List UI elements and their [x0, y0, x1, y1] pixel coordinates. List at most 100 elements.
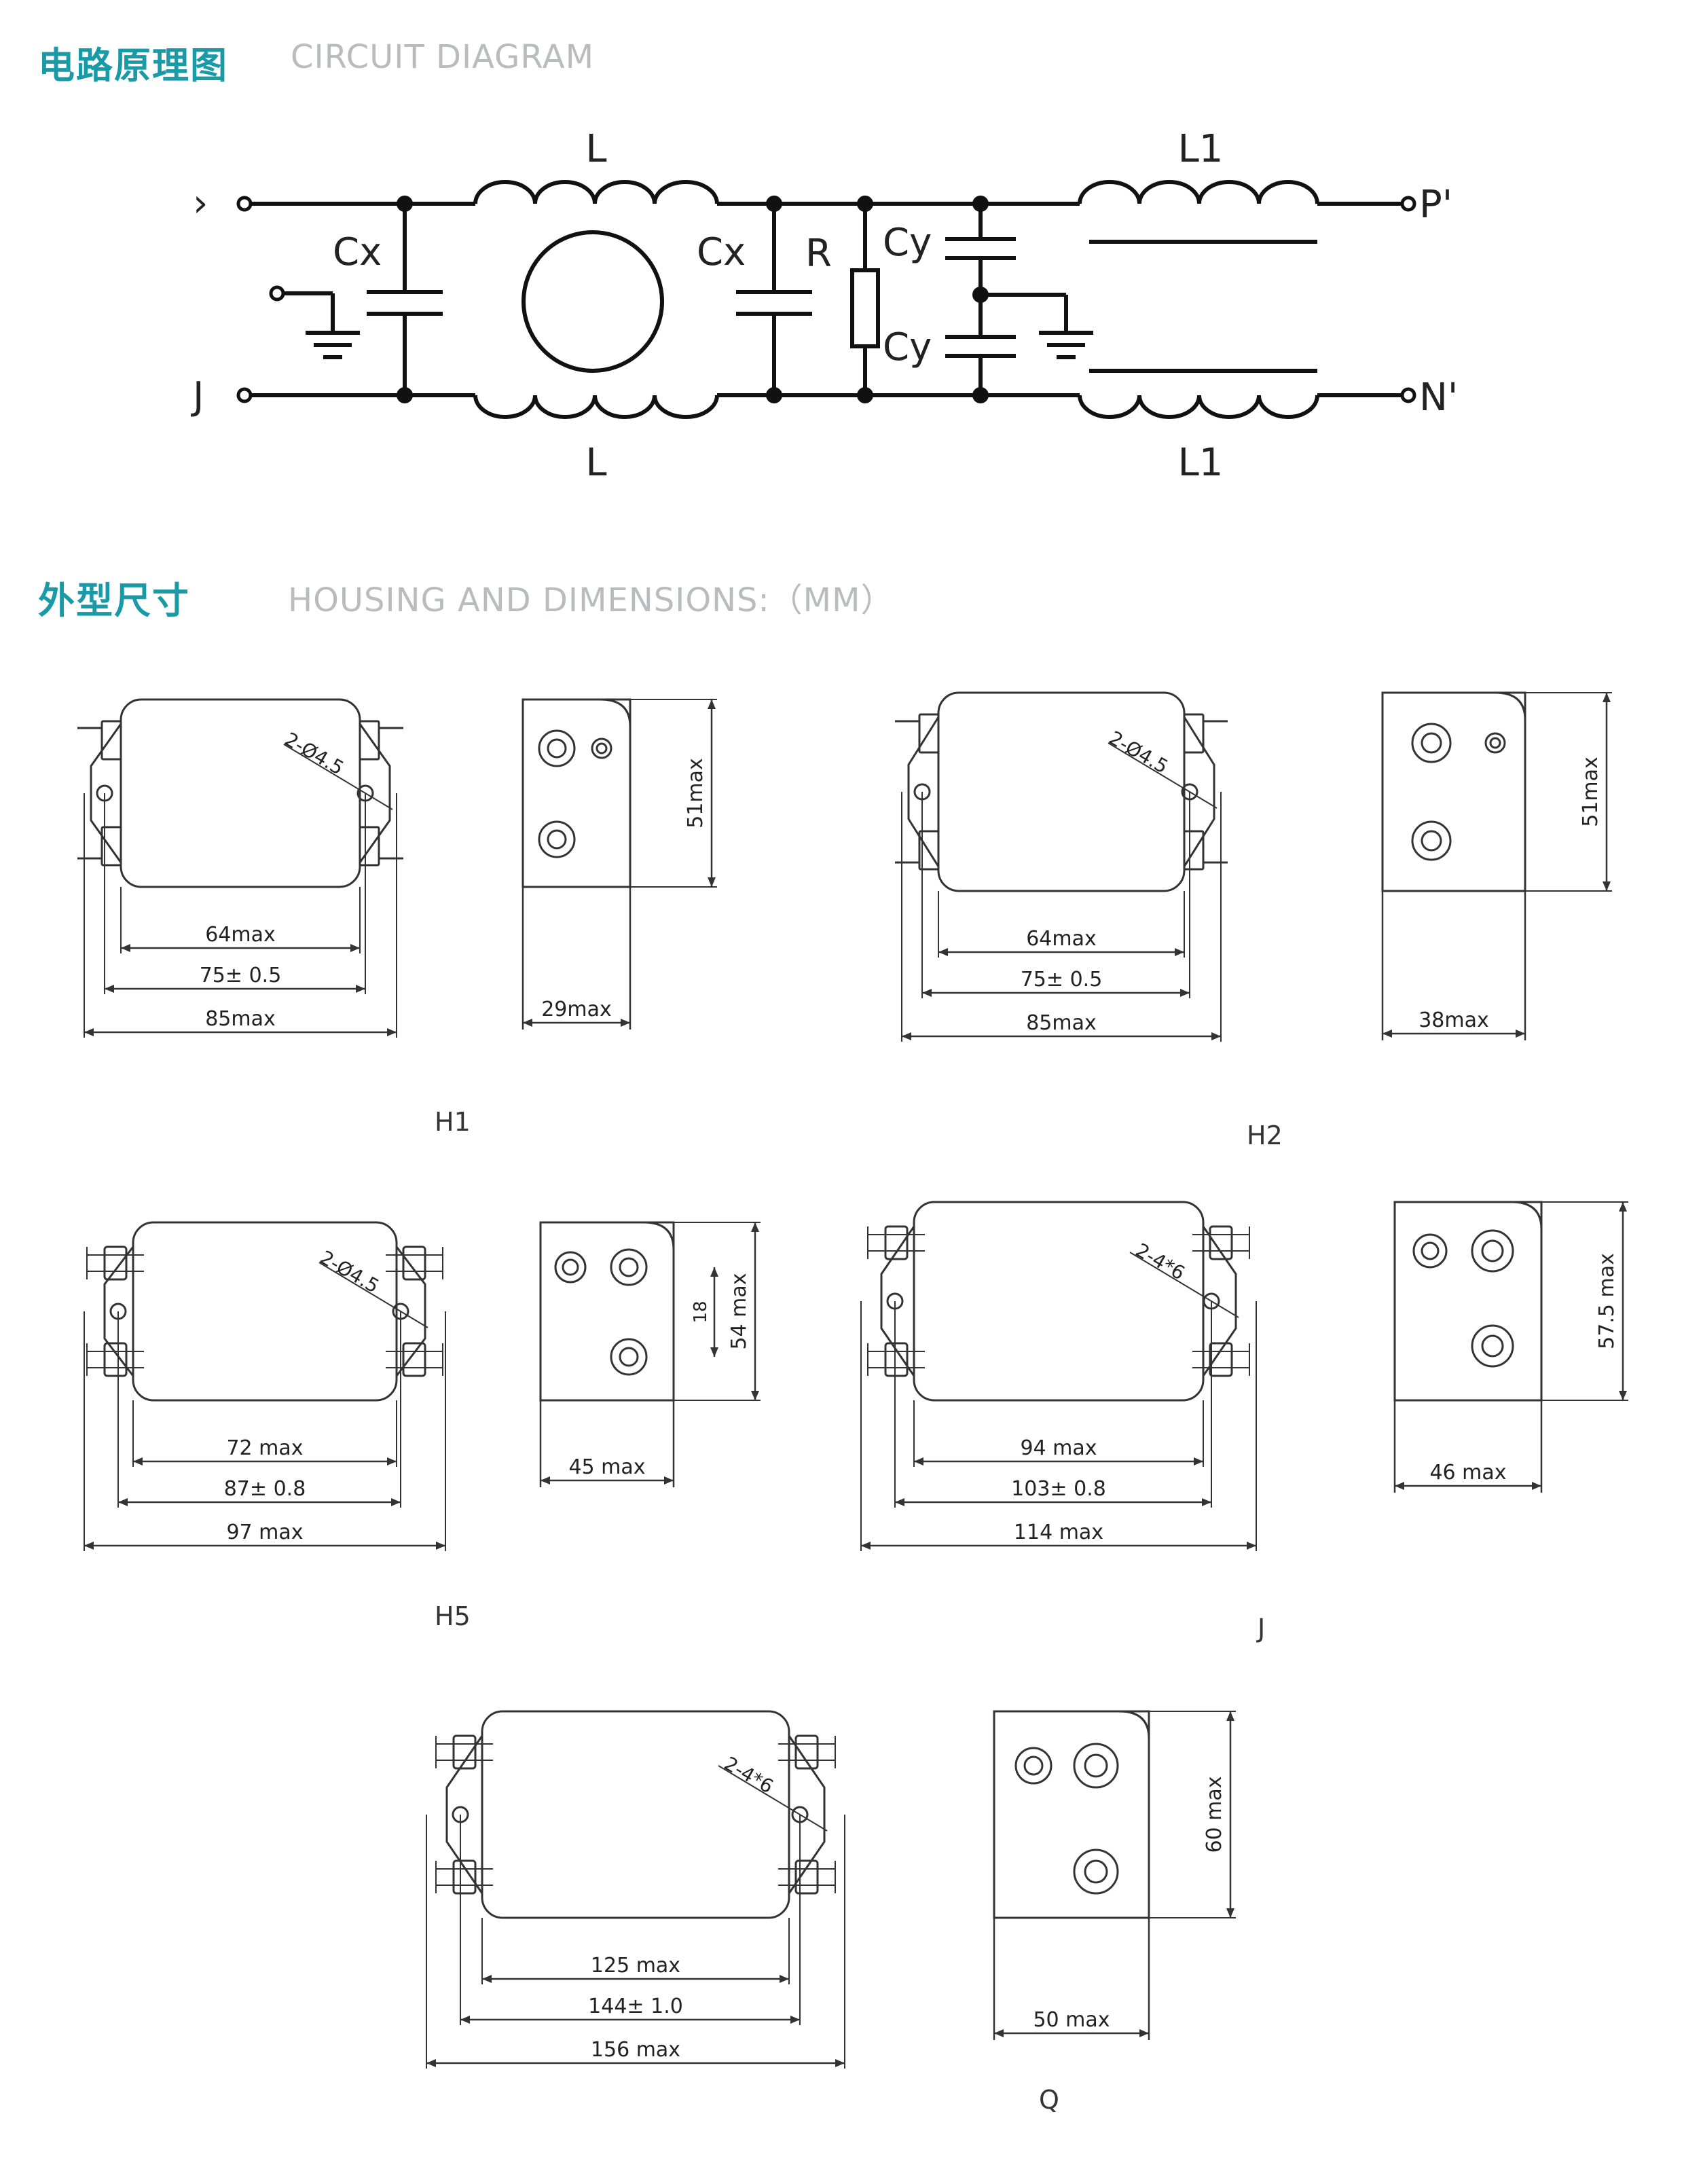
- H5-terminal-inner-2: [619, 1347, 639, 1367]
- H1-dim-depth-arrow-left: [523, 1019, 532, 1027]
- H2-dim-w3-arrow-right: [1211, 1032, 1221, 1040]
- H1-dim-w1-arrow-right: [350, 944, 360, 952]
- H1-tab-1-1: [359, 826, 380, 867]
- H1-flange-left: [90, 723, 122, 863]
- housing-section-title: 外型尺寸: [38, 579, 190, 622]
- H1-hole-leader: [283, 744, 393, 810]
- H1-dim-w2-arrow-left: [105, 985, 114, 993]
- H5-dim-w1-label: 72 max: [226, 1436, 303, 1460]
- H1-dim-w1-label: 64max: [205, 923, 276, 947]
- J-dim-depth-label: 46 max: [1429, 1461, 1506, 1485]
- label-L-top: L: [585, 127, 606, 171]
- H1-flange-right: [359, 723, 391, 863]
- Q-dim-height-arrow-top: [1226, 1711, 1234, 1721]
- H2-flange-left: [907, 716, 940, 867]
- H2-dim-w2-arrow-left: [922, 989, 932, 997]
- J-dim-w3-label: 114 max: [1014, 1521, 1103, 1544]
- H5-flange-right: [395, 1246, 426, 1377]
- Q-dim-w1-label: 125 max: [591, 1954, 680, 1978]
- H1-dim-w1-arrow-left: [121, 944, 130, 952]
- J-dim-w2-arrow-right: [1202, 1498, 1211, 1506]
- housing-section-subtitle: HOUSING AND DIMENSIONS:（MM）: [288, 581, 894, 619]
- model-name-h1: H1: [435, 1107, 471, 1137]
- H5-dim-w3-arrow-left: [84, 1542, 94, 1550]
- H2-dim-depth-arrow-left: [1383, 1030, 1392, 1038]
- J-terminal-2: [1471, 1324, 1514, 1368]
- H2-dim-w1-label: 64max: [1026, 927, 1097, 951]
- label-cx-left: Cx: [333, 230, 382, 274]
- Q-dim-height-arrow-bottom: [1226, 1908, 1234, 1918]
- circuit-section-subtitle: CIRCUIT DIAGRAM: [291, 38, 594, 76]
- J-dim-w3-arrow-right: [1247, 1542, 1256, 1550]
- Q-dim-w2-arrow-left: [460, 2016, 470, 2024]
- label-p-in: ›: [193, 181, 208, 225]
- J-terminal-inner-0: [1421, 1241, 1440, 1260]
- label-L-bottom: L: [585, 441, 606, 485]
- H2-dim-w1-arrow-right: [1175, 948, 1184, 956]
- H5-side-plate: [539, 1221, 675, 1402]
- Q-dim-w1-arrow-right: [780, 1975, 789, 1983]
- J-hole-label: 2-4*6: [1132, 1239, 1189, 1284]
- H2-side-plate: [1381, 691, 1526, 892]
- J-dim-height-arrow-top: [1619, 1202, 1627, 1212]
- H5-terminal-1: [610, 1248, 648, 1286]
- H1-side-bracket: [600, 698, 632, 887]
- H2-side-bracket: [1495, 691, 1526, 891]
- H2-dim-w2-arrow-right: [1180, 989, 1190, 997]
- H5-dim-depth-arrow-left: [541, 1476, 550, 1485]
- H2-dim-depth-label: 38max: [1418, 1008, 1489, 1032]
- H1-dim-w3-arrow-right: [387, 1028, 397, 1036]
- H2-dim-depth-arrow-right: [1516, 1030, 1525, 1038]
- Q-terminal-inner-2: [1084, 1859, 1108, 1884]
- H2-terminal-inner-2: [1489, 737, 1501, 749]
- J-terminal-inner-2: [1481, 1334, 1504, 1358]
- H1-body: [120, 698, 361, 888]
- H5-dim-w2-arrow-left: [118, 1498, 128, 1506]
- H2-hole-leader: [1108, 742, 1218, 809]
- H2-tab-1-1: [1183, 830, 1205, 871]
- J-dim-height-arrow-bottom: [1619, 1391, 1627, 1400]
- H2-dim-height-arrow-bottom: [1603, 881, 1611, 891]
- label-cy-top: Cy: [883, 221, 932, 265]
- H5-terminal-inner-0: [562, 1258, 579, 1276]
- Q-terminal-inner-0: [1023, 1755, 1044, 1776]
- H5-body: [132, 1221, 398, 1402]
- H5-dim-depth-label: 45 max: [568, 1455, 645, 1479]
- label-n-out: N': [1419, 376, 1458, 420]
- H5-stud-1-0: [103, 1342, 128, 1377]
- H5-dim-w1-arrow-right: [387, 1457, 397, 1466]
- Q-dim-w3-label: 156 max: [591, 2038, 680, 2062]
- H5-dim-w2-label: 87± 0.8: [224, 1477, 306, 1501]
- H2-terminal-0: [1411, 723, 1452, 763]
- H1-terminal-inner-2: [596, 742, 608, 754]
- H5-side-bracket: [643, 1221, 675, 1400]
- Q-stud-0-0: [452, 1734, 477, 1770]
- H2-hole-label: 2-Ø4.5: [1105, 727, 1172, 778]
- label-r: R: [805, 232, 832, 276]
- Q-terminal-0: [1014, 1747, 1052, 1785]
- circuit-section-title: 电路原理图: [38, 44, 228, 87]
- H2-dim-height-label: 51max: [1579, 757, 1603, 827]
- Q-dim-w3-arrow-left: [426, 2059, 436, 2067]
- J-dim-w2-arrow-left: [895, 1498, 904, 1506]
- H1-tab-1-0: [100, 826, 122, 867]
- H2-dim-w2-label: 75± 0.5: [1021, 968, 1103, 991]
- Q-dim-w3-arrow-right: [835, 2059, 845, 2067]
- model-name-j: J: [1258, 1614, 1266, 1643]
- J-dim-w1-arrow-right: [1194, 1457, 1203, 1466]
- Q-dim-w2-arrow-right: [790, 2016, 800, 2024]
- H5-terminal-0: [554, 1251, 587, 1284]
- Q-side-plate: [993, 1710, 1150, 1919]
- label-p-out: P': [1419, 183, 1452, 227]
- H5-dim-spacing-label: 18: [691, 1300, 711, 1323]
- J-body: [913, 1201, 1205, 1402]
- H1-dim-depth-arrow-right: [621, 1019, 630, 1027]
- label-cx-right: Cx: [697, 230, 746, 274]
- H2-dim-height-arrow-top: [1603, 693, 1611, 702]
- H5-stud-0-1: [402, 1245, 426, 1281]
- model-name-h2: H2: [1247, 1121, 1283, 1150]
- Q-stud-1-0: [452, 1859, 477, 1895]
- H5-dim-w2-arrow-right: [391, 1498, 401, 1506]
- H1-terminal-2: [591, 738, 612, 759]
- J-dim-height-label: 57.5 max: [1595, 1253, 1619, 1349]
